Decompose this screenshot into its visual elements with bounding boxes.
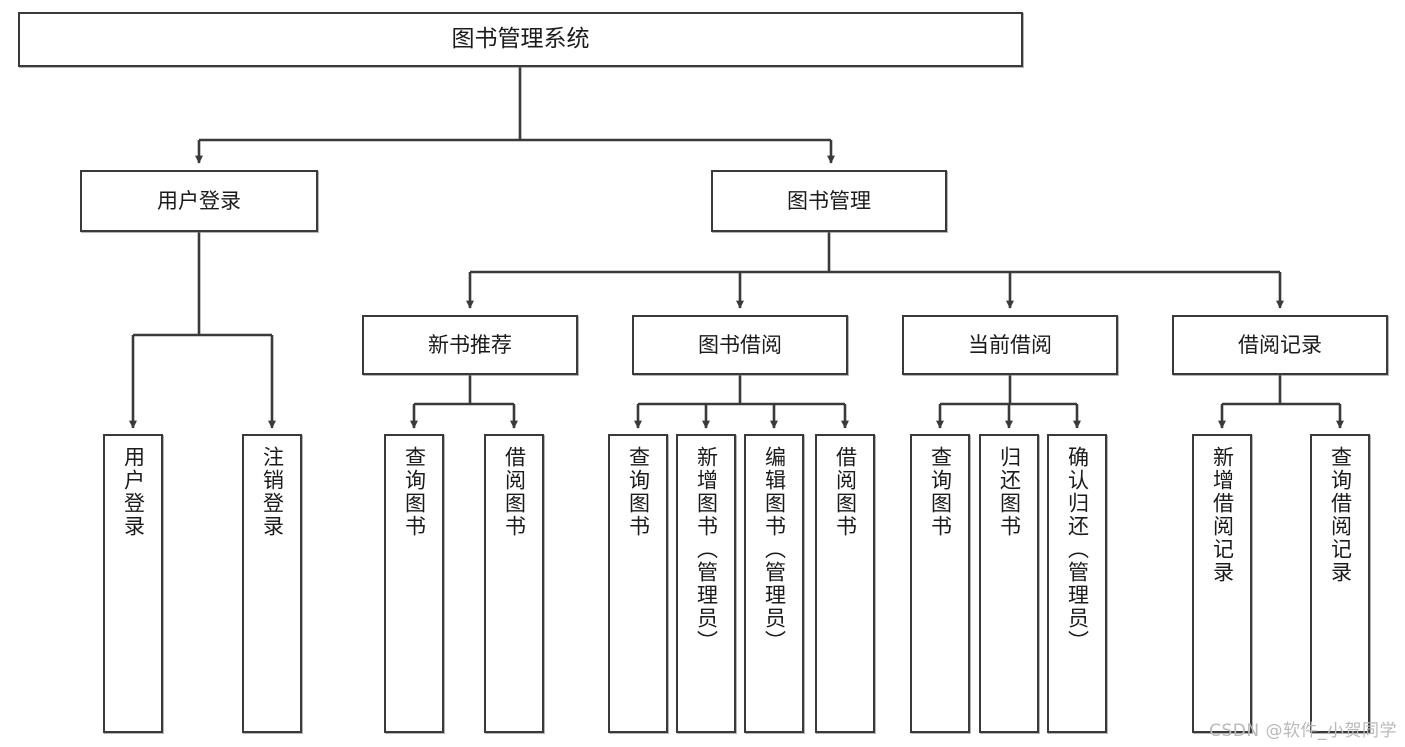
node-leaf-confirm-return-label: 确认归还（管理员） [1065,446,1090,653]
node-root[interactable]: 图书管理系统 [18,12,1023,67]
node-user-login-label: 用户登录 [157,188,241,213]
node-leaf-borrow-book-1-label: 借阅图书 [502,446,527,538]
node-book-borrow-label: 图书借阅 [698,332,782,357]
node-borrow-record-label: 借阅记录 [1238,332,1322,357]
node-leaf-query-book-3[interactable]: 查询图书 [910,434,970,733]
node-new-book-recommend-label: 新书推荐 [428,332,512,357]
node-new-book-recommend[interactable]: 新书推荐 [362,315,578,375]
node-leaf-confirm-return[interactable]: 确认归还（管理员） [1047,434,1107,733]
node-current-borrow-label: 当前借阅 [968,332,1052,357]
node-leaf-add-book-label: 新增图书（管理员） [694,446,719,653]
node-leaf-logout[interactable]: 注销登录 [242,434,302,733]
node-leaf-query-book-1-label: 查询图书 [402,446,427,538]
node-leaf-query-book-2[interactable]: 查询图书 [608,434,668,733]
node-leaf-add-record[interactable]: 新增借阅记录 [1192,434,1252,733]
node-leaf-edit-book-label: 编辑图书（管理员） [762,446,787,653]
node-leaf-query-book-1[interactable]: 查询图书 [384,434,444,733]
node-leaf-return-book[interactable]: 归还图书 [979,434,1039,733]
node-leaf-add-record-label: 新增借阅记录 [1210,446,1235,584]
node-leaf-return-book-label: 归还图书 [997,446,1022,538]
node-leaf-borrow-book-1[interactable]: 借阅图书 [484,434,544,733]
node-leaf-user-login[interactable]: 用户登录 [103,434,163,733]
node-book-borrow[interactable]: 图书借阅 [632,315,848,375]
node-borrow-record[interactable]: 借阅记录 [1172,315,1388,375]
node-leaf-query-record-label: 查询借阅记录 [1328,446,1353,584]
node-root-label: 图书管理系统 [451,25,590,52]
node-leaf-user-login-label: 用户登录 [121,446,146,538]
node-leaf-query-book-3-label: 查询图书 [928,446,953,538]
node-leaf-borrow-book-2[interactable]: 借阅图书 [815,434,875,733]
node-current-borrow[interactable]: 当前借阅 [902,315,1118,375]
node-user-login[interactable]: 用户登录 [80,170,318,232]
node-leaf-query-record[interactable]: 查询借阅记录 [1310,434,1370,733]
node-book-manage-label: 图书管理 [787,188,871,213]
node-leaf-logout-label: 注销登录 [260,446,285,538]
node-book-manage[interactable]: 图书管理 [711,170,947,232]
csdn-watermark: CSDN @软件_小贺同学 [1209,721,1397,741]
node-leaf-borrow-book-2-label: 借阅图书 [833,446,858,538]
node-leaf-query-book-2-label: 查询图书 [626,446,651,538]
node-leaf-edit-book[interactable]: 编辑图书（管理员） [744,434,804,733]
node-leaf-add-book[interactable]: 新增图书（管理员） [676,434,736,733]
